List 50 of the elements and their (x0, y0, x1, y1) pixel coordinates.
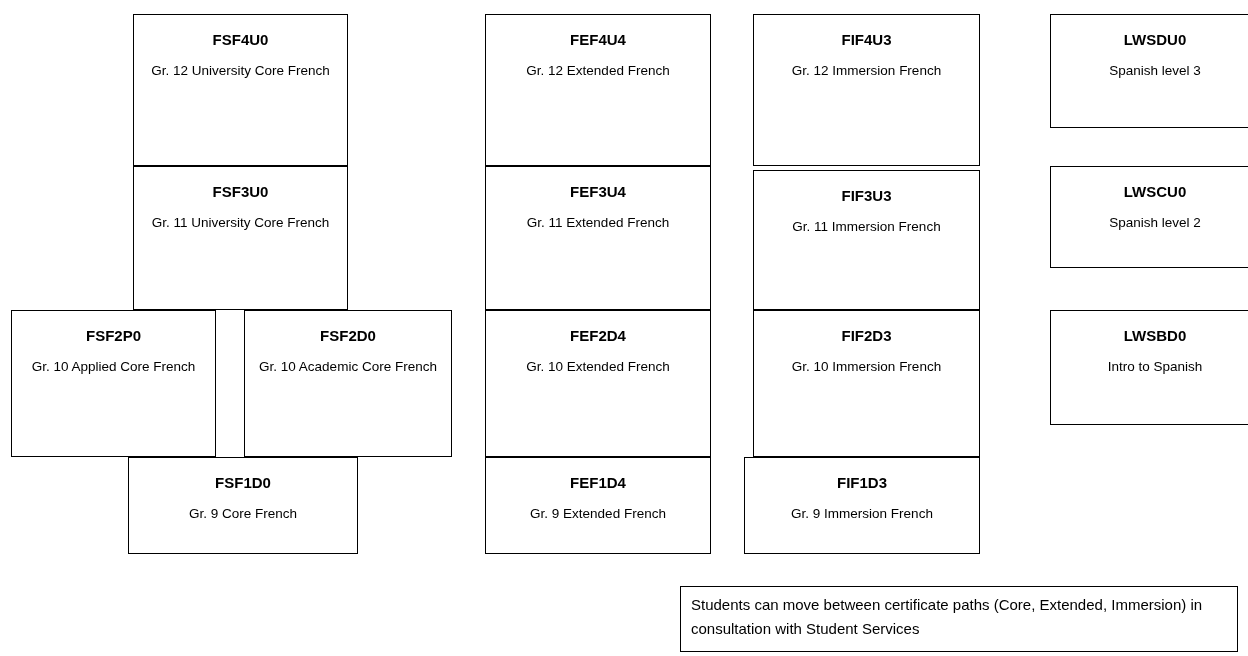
course-title: Gr. 12 Extended French (525, 62, 671, 80)
course-title: Gr. 9 Core French (187, 505, 298, 523)
course-code: FEF4U4 (569, 31, 627, 48)
course-box (1050, 310, 1248, 425)
course-code: FSF2D0 (319, 327, 377, 344)
course-box (753, 170, 980, 310)
course-title: Gr. 10 Academic Core French (258, 358, 438, 376)
course-code: LWSCU0 (1122, 183, 1188, 200)
course-title: Gr. 11 University Core French (150, 214, 331, 232)
course-box (1050, 166, 1248, 268)
course-title: Gr. 10 Immersion French (790, 358, 943, 376)
course-code: FIF4U3 (840, 31, 893, 48)
course-title: Gr. 12 Immersion French (790, 62, 943, 80)
course-title: Gr. 9 Extended French (529, 505, 667, 523)
course-code: FIF3U3 (840, 187, 893, 204)
course-title: Gr. 9 Immersion French (790, 505, 934, 523)
course-box (1050, 14, 1248, 128)
course-code: FEF2D4 (569, 327, 627, 344)
course-title: Spanish level 3 (1108, 62, 1202, 80)
course-box (11, 310, 216, 457)
course-title: Gr. 12 University Core French (150, 62, 331, 80)
course-box (485, 14, 711, 166)
course-code: LWSBD0 (1122, 327, 1188, 344)
course-title: Intro to Spanish (1106, 358, 1204, 376)
course-code: FIF2D3 (840, 327, 893, 344)
note-text: Students can move between certificate paths (Core, Extended, Immersion) in consultation with Student Services (691, 595, 1204, 639)
course-code: FSF1D0 (214, 474, 272, 491)
course-code: FSF4U0 (211, 31, 270, 48)
course-code: FSF2P0 (85, 327, 142, 344)
course-code: LWSDU0 (1122, 31, 1188, 48)
course-box (485, 310, 711, 457)
course-code: FIF1D3 (836, 474, 888, 491)
course-title: Spanish level 2 (1108, 214, 1202, 232)
course-code: FSF3U0 (211, 183, 270, 200)
course-code: FEF3U4 (569, 183, 627, 200)
course-box (485, 166, 711, 310)
course-title: Gr. 10 Applied Core French (30, 358, 197, 376)
course-title: Gr. 11 Extended French (525, 214, 671, 232)
course-box (133, 166, 348, 310)
course-box (753, 14, 980, 166)
course-box (485, 457, 711, 554)
course-box (244, 310, 452, 457)
course-title: Gr. 10 Extended French (525, 358, 671, 376)
note-box (680, 586, 1238, 652)
course-box (128, 457, 358, 554)
course-box (133, 14, 348, 166)
course-box (753, 310, 980, 457)
course-code: FEF1D4 (569, 474, 627, 491)
course-box (744, 457, 980, 554)
course-title: Gr. 11 Immersion French (791, 218, 942, 236)
